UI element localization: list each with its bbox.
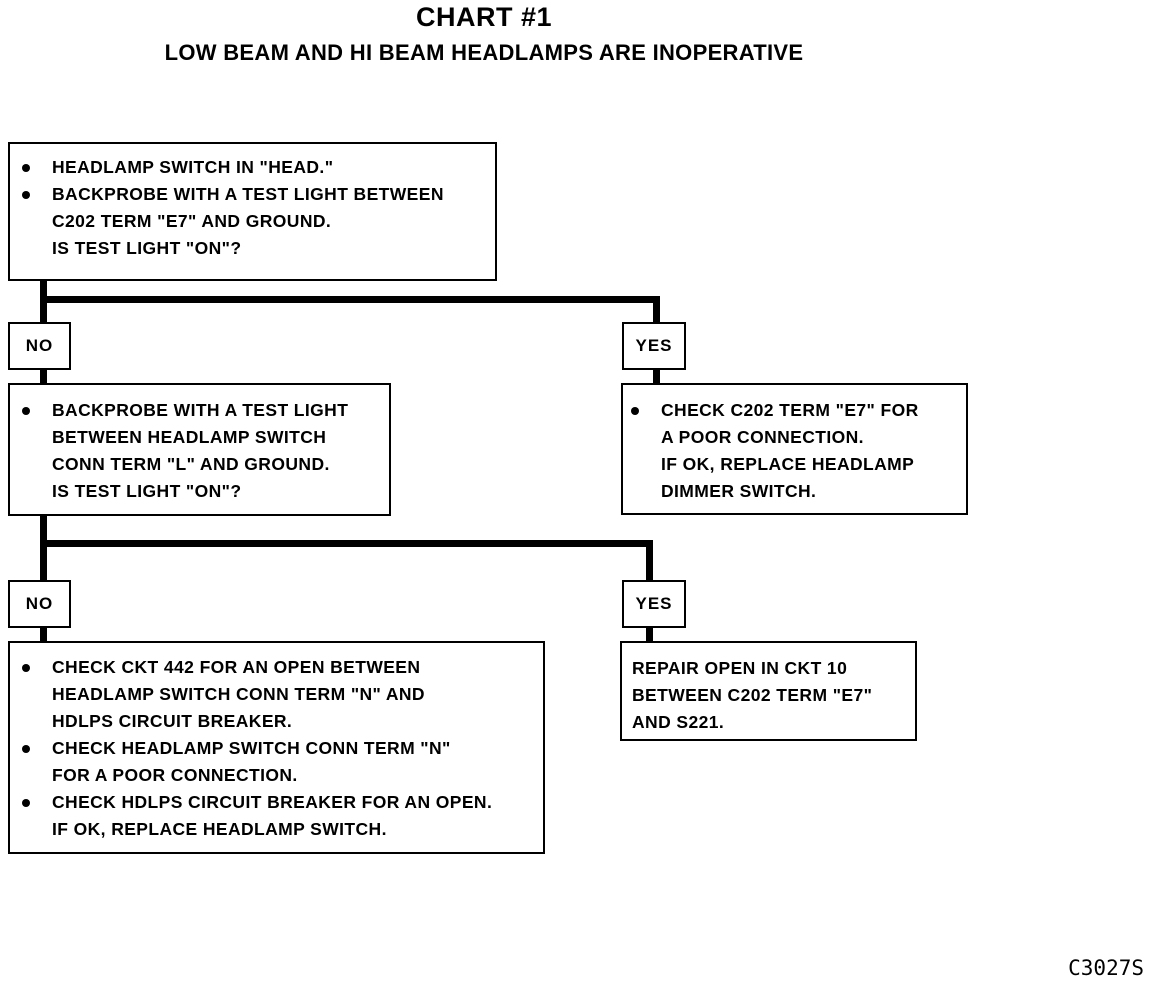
- step2-box: BACKPROBE WITH A TEST LIGHT BETWEEN HEAD…: [8, 383, 391, 516]
- connector-branch2-horizontal: [40, 540, 653, 547]
- no2-result-item: CHECK CKT 442 FOR AN OPEN BETWEEN: [16, 654, 537, 681]
- figure-code: C3027S: [1068, 956, 1144, 980]
- no2-result-item-continuation: HDLPS CIRCUIT BREAKER.: [52, 711, 293, 731]
- branch2-yes-label: YES: [622, 580, 686, 628]
- yes2-result-box: REPAIR OPEN IN CKT 10 BETWEEN C202 TERM …: [620, 641, 917, 741]
- no2-result-item-continuation: IF OK, REPLACE HEADLAMP SWITCH.: [52, 819, 387, 839]
- connector-yes1-down: [653, 368, 660, 384]
- connector-step2-down: [40, 515, 47, 580]
- connector-branch1-horizontal: [40, 296, 660, 303]
- yes1-result-item-continuation: DIMMER SWITCH.: [661, 481, 817, 501]
- no2-result-item: CHECK HEADLAMP SWITCH CONN TERM "N": [16, 735, 537, 762]
- bullet-icon: [22, 191, 30, 199]
- connector-branch2-yes-down: [646, 540, 653, 580]
- step1-item: HEADLAMP SWITCH IN "HEAD.": [16, 154, 489, 181]
- no2-result-box: CHECK CKT 442 FOR AN OPEN BETWEEN HEADLA…: [8, 641, 545, 854]
- step1-box: HEADLAMP SWITCH IN "HEAD." BACKPROBE WIT…: [8, 142, 497, 281]
- no2-result-item: CHECK HDLPS CIRCUIT BREAKER FOR AN OPEN.: [16, 789, 537, 816]
- yes1-result-item: CHECK C202 TERM "E7" FOR: [625, 397, 964, 424]
- branch2-no-label: NO: [8, 580, 71, 628]
- yes1-result-box: CHECK C202 TERM "E7" FOR A POOR CONNECTI…: [621, 383, 968, 515]
- chart-title: CHART #1: [415, 2, 553, 32]
- connector-yes2-down: [646, 626, 653, 642]
- step2-item-continuation: IS TEST LIGHT "ON"?: [52, 481, 242, 501]
- chart-subtitle: LOW BEAM AND HI BEAM HEADLAMPS ARE INOPE…: [164, 40, 804, 65]
- connector-no1-down: [40, 368, 47, 384]
- branch1-no-label: NO: [8, 322, 71, 370]
- yes2-result-line: AND S221.: [632, 712, 725, 732]
- step1-item-continuation: C202 TERM "E7" AND GROUND.: [52, 211, 332, 231]
- connector-branch1-yes-down: [653, 296, 660, 322]
- bullet-icon: [22, 664, 30, 672]
- yes2-result-line: BETWEEN C202 TERM "E7": [632, 685, 873, 705]
- yes1-result-item-continuation: IF OK, REPLACE HEADLAMP: [661, 454, 915, 474]
- yes1-result-item-continuation: A POOR CONNECTION.: [661, 427, 864, 447]
- bullet-icon: [22, 407, 30, 415]
- step2-item: BACKPROBE WITH A TEST LIGHT: [16, 397, 383, 424]
- bullet-icon: [22, 164, 30, 172]
- bullet-icon: [631, 407, 639, 415]
- branch1-yes-label: YES: [622, 322, 686, 370]
- step2-item-continuation: CONN TERM "L" AND GROUND.: [52, 454, 330, 474]
- step1-item-continuation: IS TEST LIGHT "ON"?: [52, 238, 242, 258]
- bullet-icon: [22, 799, 30, 807]
- no2-result-item-continuation: FOR A POOR CONNECTION.: [52, 765, 298, 785]
- connector-no2-down: [40, 626, 47, 642]
- bullet-icon: [22, 745, 30, 753]
- step1-item: BACKPROBE WITH A TEST LIGHT BETWEEN: [16, 181, 489, 208]
- step2-item-continuation: BETWEEN HEADLAMP SWITCH: [52, 427, 327, 447]
- yes2-result-line: REPAIR OPEN IN CKT 10: [632, 658, 848, 678]
- no2-result-item-continuation: HEADLAMP SWITCH CONN TERM "N" AND: [52, 684, 425, 704]
